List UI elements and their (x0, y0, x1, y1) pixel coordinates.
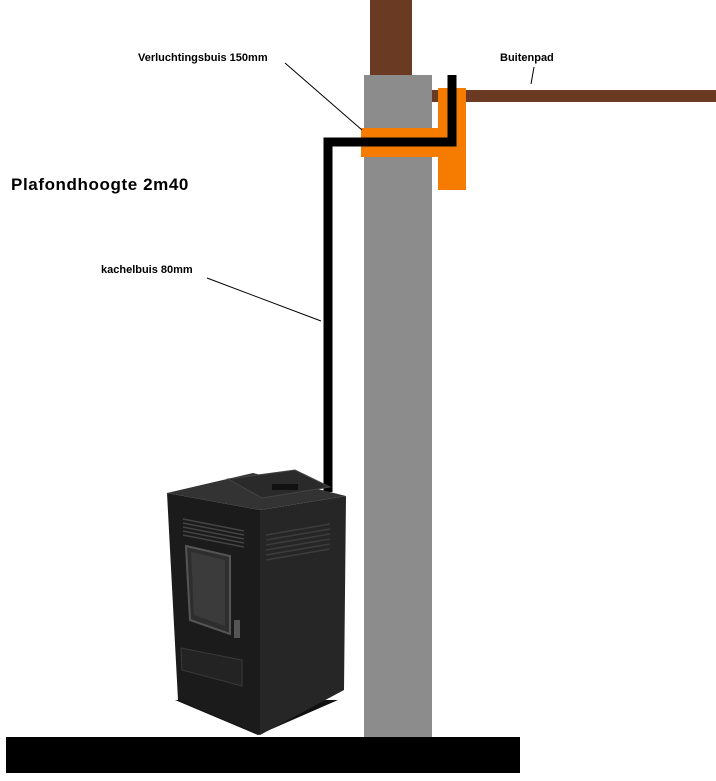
outside-wall-label: Buitenpad (500, 52, 554, 64)
stove-pipe-leader (206, 277, 322, 322)
pellet-stove (167, 469, 346, 735)
stove-pipe (323, 75, 457, 492)
ventilation-pipe-leader (284, 62, 363, 131)
top-beam (370, 0, 412, 76)
outside-beam (432, 90, 716, 102)
floor (6, 737, 520, 773)
wall-column (364, 75, 432, 738)
outside-wall-leader (530, 66, 535, 85)
stove-pipe-label: kachelbuis 80mm (101, 264, 193, 276)
ventilation-pipe-label: Verluchtingsbuis 150mm (138, 52, 268, 64)
ceiling-height-label: Plafondhoogte 2m40 (11, 175, 189, 194)
